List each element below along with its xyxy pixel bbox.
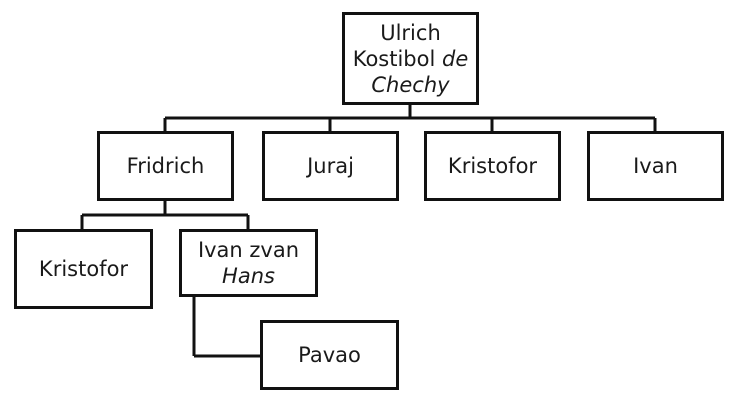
node-kristofor-grandchild: Kristofor [14,229,153,309]
node-kristofor-label: Kristofor [447,154,538,178]
node-ulrich: Ulrich Kostibol de Chechy [342,12,479,105]
node-fridrich-label: Fridrich [126,154,205,178]
node-ulrich-line2: Kostibol [352,46,436,71]
node-kristofor-grandchild-label: Kristofor [38,257,129,281]
node-juraj-label: Juraj [307,154,354,178]
node-ivan-zvan-hans-line1: Ivan zvan [197,238,300,262]
node-ivan: Ivan [587,131,724,201]
node-juraj: Juraj [262,131,399,201]
node-fridrich: Fridrich [97,131,234,201]
node-ivan-label: Ivan [633,154,678,178]
node-kristofor: Kristofor [424,131,561,201]
node-ulrich-line2-em: de [442,46,469,71]
node-ivan-zvan-hans: Ivan zvan Hans [179,229,318,297]
node-pavao-label: Pavao [298,343,361,367]
node-ivan-zvan-hans-line2: Hans [222,264,275,288]
node-ulrich-line1: Ulrich [380,20,441,45]
node-pavao: Pavao [260,320,399,390]
node-ulrich-line3: Chechy [371,72,450,97]
